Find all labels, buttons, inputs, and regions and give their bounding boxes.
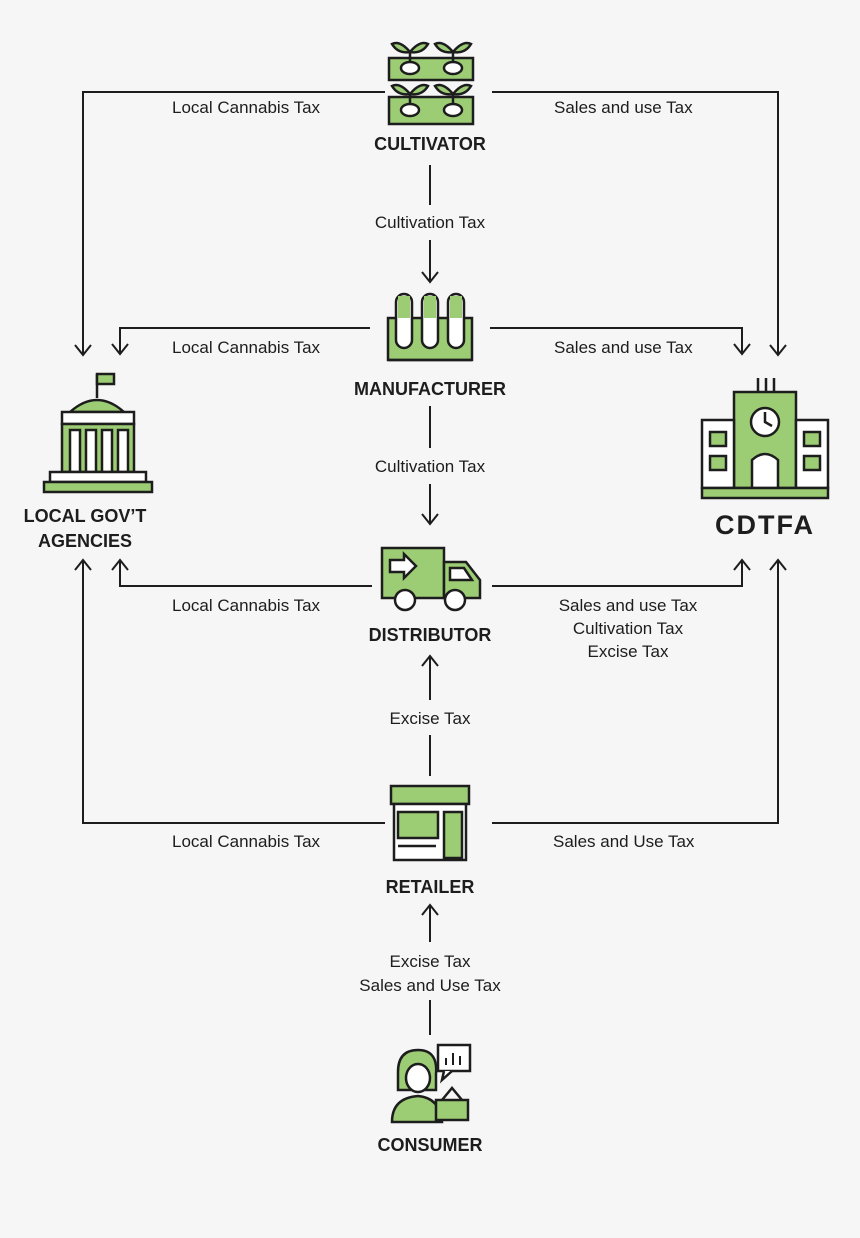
- node-retailer: RETAILER: [385, 877, 475, 897]
- storefront-icon: [389, 784, 471, 862]
- edge-label-manufacturer-cdtfa: Sales and use Tax: [554, 338, 693, 357]
- arrowhead: [74, 344, 92, 357]
- edge-cultivator-cdtfa: [492, 91, 779, 355]
- test-tubes-icon: [386, 292, 474, 362]
- edge-distributor-local: [119, 560, 372, 587]
- edge-distributor-cdtfa: [492, 560, 743, 587]
- node-distributor: DISTRIBUTOR: [368, 625, 492, 645]
- edge-label-retailer-distributor: Excise Tax: [389, 709, 471, 728]
- arrowhead: [421, 654, 439, 667]
- node-consumer: CONSUMER: [377, 1135, 483, 1155]
- arrowhead: [421, 271, 439, 284]
- flow-lines: [74, 91, 787, 1035]
- edge-label-line: Cultivation Tax: [572, 619, 684, 638]
- local-gov-line-1: LOCAL GOV’T: [23, 506, 147, 526]
- arrowhead: [733, 343, 751, 356]
- edge-label-line: Excise Tax: [587, 642, 669, 661]
- edge-label-line: Excise Tax: [389, 952, 471, 971]
- edge-label-cultivator-cdtfa: Sales and use Tax: [554, 98, 693, 117]
- edge-label-line: Sales and Use Tax: [359, 976, 501, 995]
- arrowhead: [421, 513, 439, 526]
- shopper-with-basket-icon: [390, 1043, 472, 1124]
- edge-retailer-cdtfa: [492, 560, 779, 824]
- edge-label-cultivator-manufacturer: Cultivation Tax: [374, 213, 486, 232]
- arrowhead: [421, 903, 439, 916]
- node-cdtfa: CDTFA: [715, 510, 815, 540]
- node-manufacturer: MANUFACTURER: [354, 379, 506, 399]
- edge-label-line: Sales and use Tax: [558, 596, 698, 615]
- edge-label-distributor-local: Local Cannabis Tax: [172, 596, 321, 615]
- edge-label-cultivator-local: Local Cannabis Tax: [172, 98, 321, 117]
- capitol-building-icon: [42, 372, 154, 494]
- edge-label-manufacturer-distributor: Cultivation Tax: [374, 457, 486, 476]
- delivery-truck-icon: [380, 546, 482, 612]
- arrowhead: [769, 558, 787, 571]
- edge-label-consumer-retailer: Excise Tax Sales and Use Tax: [330, 950, 530, 998]
- arrowhead: [111, 343, 129, 356]
- edge-retailer-local: [82, 560, 385, 824]
- edge-label-distributor-cdtfa: Sales and use Tax Cultivation Tax Excise…: [528, 594, 728, 663]
- node-cultivator: CULTIVATOR: [374, 134, 486, 154]
- clock-tower-building-icon: [700, 378, 830, 500]
- arrowhead: [769, 344, 787, 357]
- arrowhead: [733, 558, 751, 571]
- edge-label-manufacturer-local: Local Cannabis Tax: [172, 338, 321, 357]
- node-local-gov: LOCAL GOV’T AGENCIES: [0, 504, 170, 554]
- local-gov-line-2: AGENCIES: [37, 531, 133, 551]
- edge-manufacturer-cdtfa: [490, 327, 743, 354]
- arrowhead: [74, 558, 92, 571]
- edge-label-retailer-local: Local Cannabis Tax: [172, 832, 321, 851]
- edge-manufacturer-local: [119, 327, 370, 354]
- seedling-trays-icon: [387, 41, 475, 126]
- arrowhead: [111, 558, 129, 571]
- edge-label-retailer-cdtfa: Sales and Use Tax: [553, 832, 695, 851]
- edge-cultivator-local: [82, 91, 385, 355]
